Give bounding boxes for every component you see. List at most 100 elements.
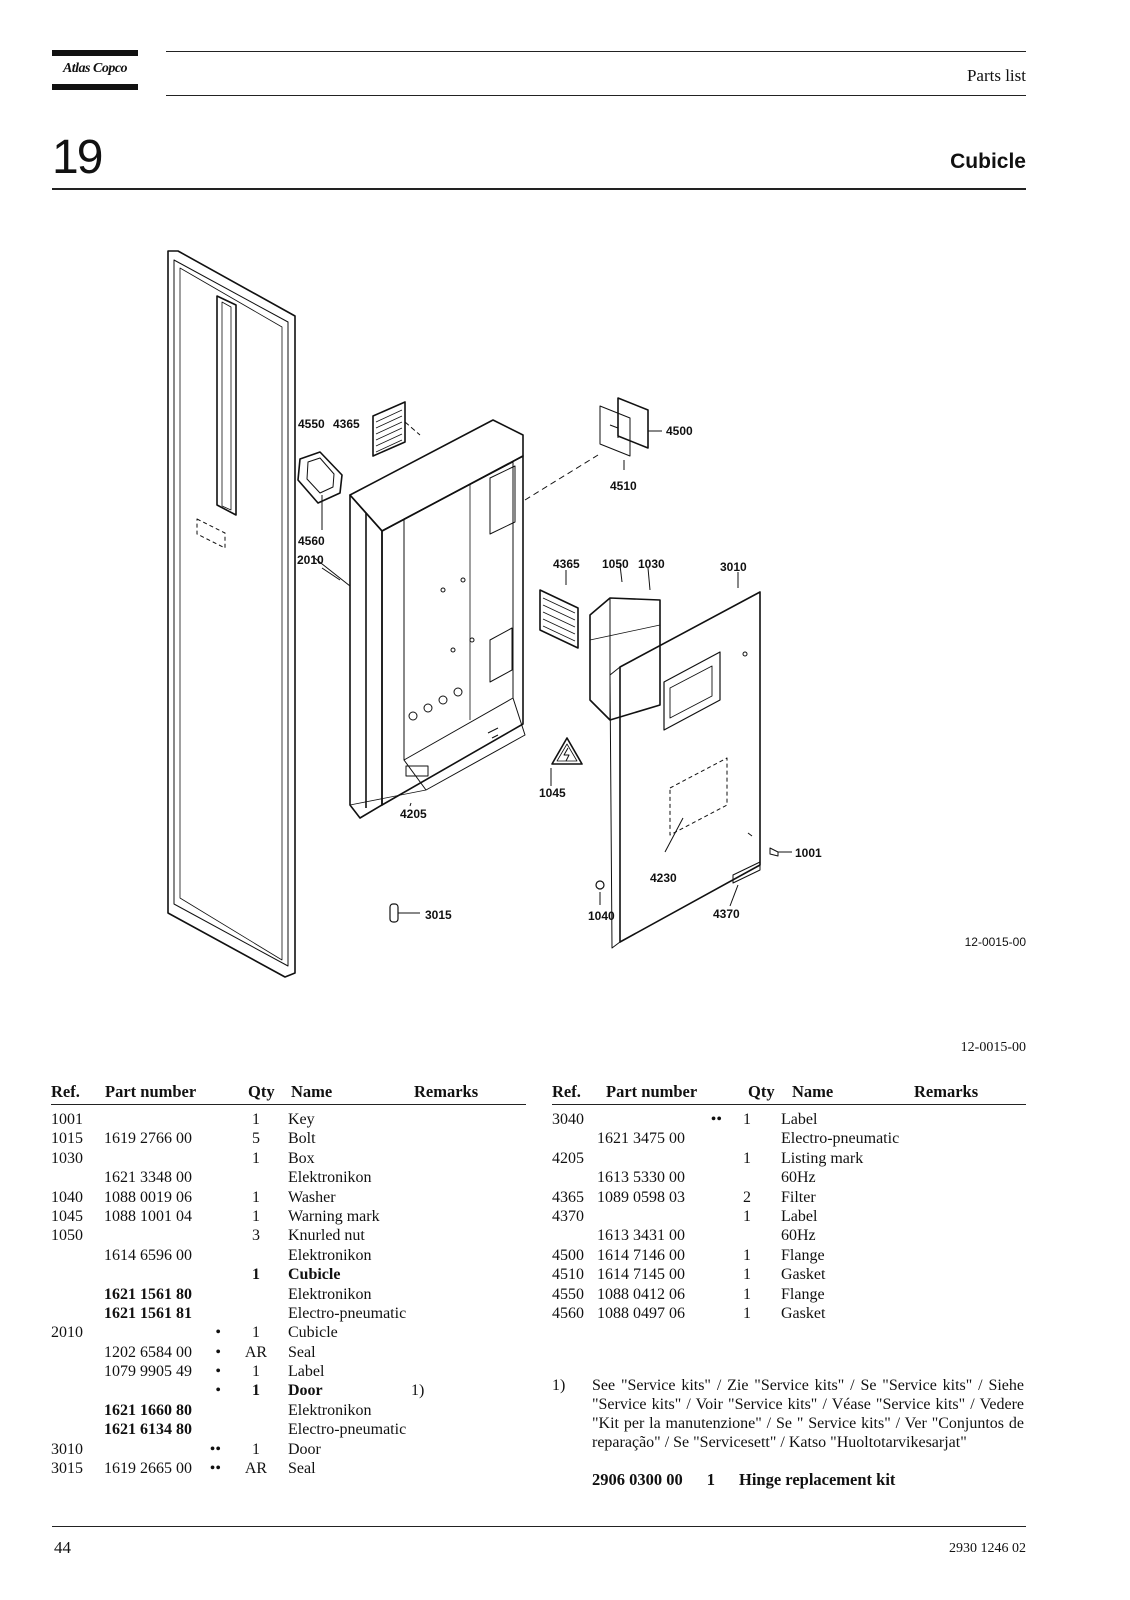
filter-top-drawing: [372, 401, 421, 457]
cabinet-box-drawing: [349, 419, 526, 819]
row-name: Filter: [781, 1188, 816, 1206]
row-ref: 4510: [552, 1266, 584, 1284]
row-ref: 1045: [51, 1207, 83, 1225]
label-4550: 4550: [298, 417, 325, 431]
warning-mark-drawing: [550, 737, 583, 786]
flange-gasket-left-drawing: [297, 451, 343, 581]
label-4230: 4230: [650, 871, 677, 885]
row-qty: 1: [743, 1285, 751, 1303]
footnote-marker: 1): [552, 1377, 566, 1394]
logo-wordmark: Atlas Copco: [62, 61, 128, 76]
diagram-code: 12-0015-00: [965, 935, 1027, 949]
chapter-number: 19: [52, 131, 103, 184]
row-qty: 1: [743, 1207, 751, 1225]
row-part-number: 1089 0598 03: [597, 1188, 685, 1206]
row-ref: 3015: [51, 1460, 83, 1478]
row-qty: 1: [252, 1363, 260, 1381]
label-4500: 4500: [666, 424, 693, 438]
table-row: 1613 5330 00 60Hz: [552, 1168, 1026, 1187]
label-2010: 2010: [297, 553, 324, 567]
row-name: Door: [288, 1382, 323, 1400]
row-name: Listing mark: [781, 1149, 864, 1167]
row-part-number: 1079 9905 49: [104, 1363, 192, 1381]
logo-bar-top: [52, 50, 138, 56]
row-part-number: 1621 3475 00: [597, 1130, 685, 1148]
row-name: Key: [288, 1111, 315, 1128]
label-1030: 1030: [638, 557, 665, 571]
row-name: Elektronikon: [288, 1169, 372, 1187]
table-row: 1050 3 Knurled nut: [51, 1226, 526, 1245]
label-4205: 4205: [400, 807, 427, 821]
row-part-number: 1621 3348 00: [104, 1169, 192, 1187]
header-ref: Ref.: [552, 1082, 581, 1101]
row-name: Elektronikon: [288, 1246, 372, 1264]
row-name: Bolt: [288, 1130, 316, 1148]
row-part-number: 1614 7145 00: [597, 1266, 685, 1284]
label-1050: 1050: [602, 557, 629, 571]
header-name: Name: [792, 1082, 834, 1101]
row-part-number: 1619 2665 00: [104, 1460, 192, 1478]
row-name: Electro-pneumatic: [288, 1304, 407, 1322]
row-qty: 1: [252, 1111, 260, 1128]
row-qty: AR: [244, 1460, 268, 1478]
footer-rule: [52, 1526, 1026, 1527]
row-part-number: 1613 5330 00: [597, 1169, 685, 1187]
row-qty: 2: [743, 1188, 751, 1206]
parts-table-right: Ref. Part number Qty Name Remarks 3040••…: [552, 1080, 1026, 1323]
header-ref: Ref.: [51, 1082, 80, 1101]
row-qty: 1: [252, 1207, 260, 1225]
label-4365-middle: 4365: [553, 557, 580, 571]
row-name: Cubicle: [288, 1324, 338, 1342]
row-part-number: 1621 1561 81: [104, 1304, 192, 1322]
row-qty: 3: [252, 1227, 260, 1245]
row-ref: 1050: [51, 1227, 83, 1245]
row-qty: 1: [252, 1324, 260, 1342]
exploded-view-diagram: 4550 4365 4560 2010 4500 4510 4365 1050 …: [167, 250, 1027, 978]
row-name: Knurled nut: [288, 1227, 365, 1245]
row-bullet: •: [215, 1363, 221, 1381]
row-name: Elektronikon: [288, 1285, 372, 1303]
row-qty: 1: [743, 1304, 751, 1322]
row-qty: 1: [743, 1111, 751, 1128]
header-remarks: Remarks: [414, 1082, 479, 1101]
row-ref: 3010: [51, 1440, 83, 1458]
chapter-title: Cubicle: [950, 150, 1026, 173]
row-part-number: 1088 0019 06: [104, 1188, 192, 1206]
row-name: Cubicle: [288, 1266, 341, 1284]
label-1040: 1040: [588, 909, 615, 923]
label-1045: 1045: [539, 786, 566, 800]
row-bullet: •: [215, 1324, 221, 1342]
row-name: 60Hz: [781, 1169, 816, 1187]
row-part-number: 1088 0497 06: [597, 1304, 685, 1322]
row-qty: 1: [743, 1266, 751, 1284]
row-bullet: ••: [209, 1460, 221, 1478]
row-name: Washer: [288, 1188, 336, 1206]
section-label: Parts list: [966, 66, 1026, 85]
table-header-left: Ref. Part number Qty Name Remarks: [51, 1080, 526, 1105]
row-name: Box: [288, 1149, 315, 1167]
chapter-rule: [52, 188, 1026, 190]
header-name: Name: [291, 1082, 333, 1101]
row-remark: 1): [411, 1382, 425, 1400]
back-panel-drawing: [167, 250, 296, 978]
row-qty: AR: [244, 1343, 268, 1361]
electronics-box-drawing: [589, 564, 661, 721]
kit-part-number: 2906 0300 00: [592, 1470, 683, 1489]
row-name: 60Hz: [781, 1227, 816, 1245]
logo-bar-bottom: [52, 84, 138, 90]
row-ref: 4560: [552, 1304, 584, 1322]
label-4510: 4510: [610, 479, 637, 493]
